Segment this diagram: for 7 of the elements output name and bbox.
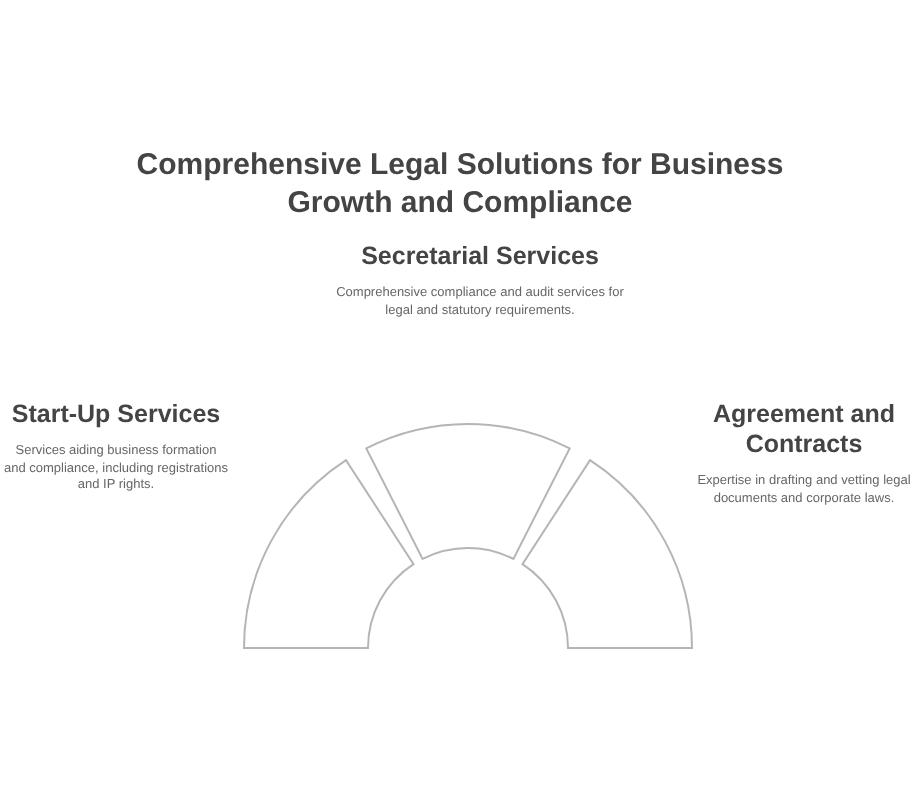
arc-segment	[243, 459, 415, 649]
section-heading: Start-Up Services	[11, 400, 221, 430]
arc-segment	[365, 423, 571, 560]
diagram-title: Comprehensive Legal Solutions for Business Growth and Compliance	[134, 146, 786, 222]
arc-segment	[521, 459, 693, 649]
section-heading: Agreement and Contracts	[711, 400, 897, 460]
section-heading: Secretarial Services	[361, 242, 599, 272]
